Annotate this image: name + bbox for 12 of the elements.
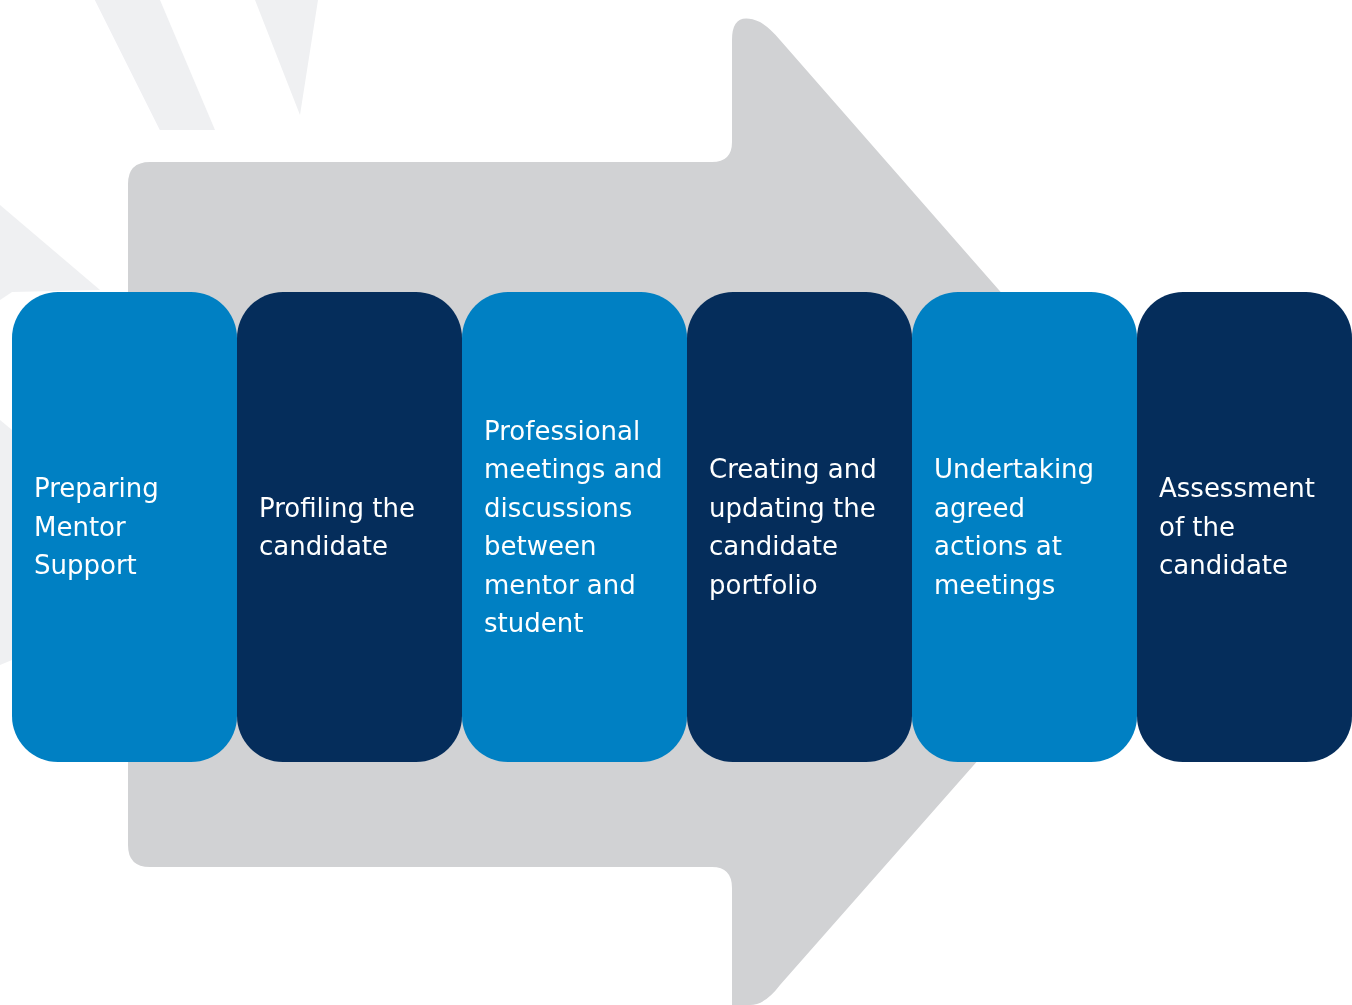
step-label: Profiling the candidate xyxy=(259,491,416,563)
process-step-box xyxy=(12,292,237,762)
step-label: Preparing Mentor Support xyxy=(34,472,160,583)
step-label: Professional meetings and discussions between mentor and student xyxy=(484,414,664,640)
process-step-box xyxy=(1137,292,1352,762)
step-label: Creating and updating the candidate portfolio xyxy=(709,453,878,602)
process-step-box xyxy=(237,292,462,762)
step-label: Undertaking agreed actions at meetings xyxy=(934,453,1096,602)
process-step-box xyxy=(462,292,687,762)
process-step-box xyxy=(912,292,1137,762)
step-label: Assessment of the candidate xyxy=(1159,472,1316,583)
process-step-box xyxy=(687,292,912,762)
